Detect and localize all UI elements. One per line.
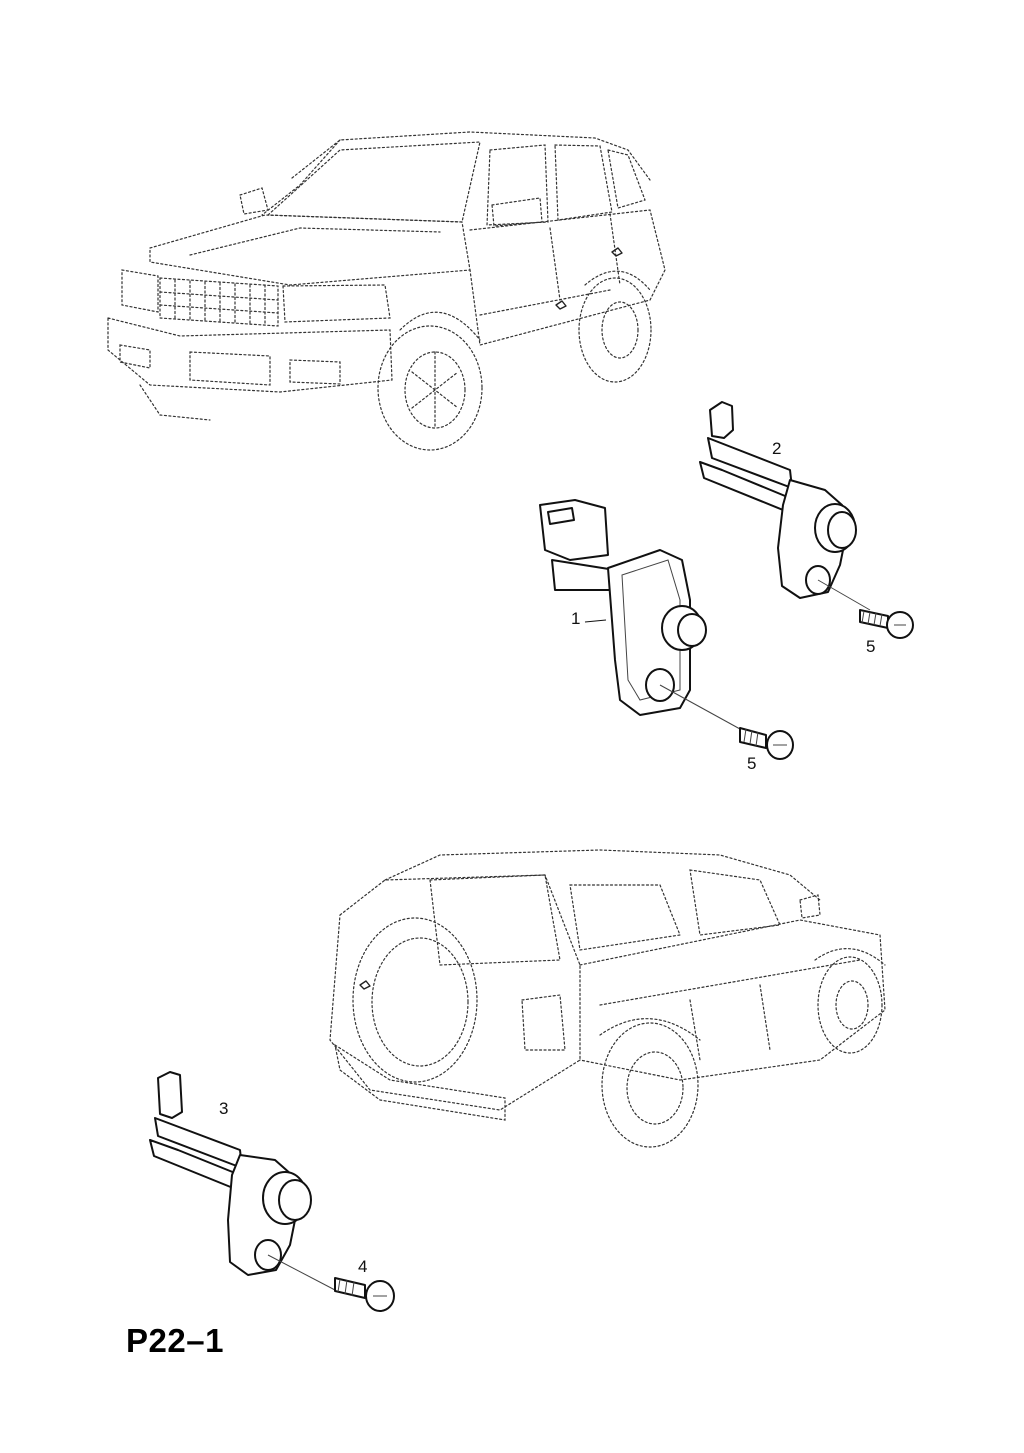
callout-2: 2 bbox=[772, 439, 782, 458]
callout-4: 4 bbox=[358, 1257, 368, 1276]
callout-3: 3 bbox=[219, 1099, 229, 1118]
callout-5-upper: 5 bbox=[866, 637, 876, 656]
callout-1: 1 bbox=[571, 609, 581, 628]
page-code-label: P22–1 bbox=[126, 1322, 224, 1359]
tailgate-switch-part-3 bbox=[149, 1071, 336, 1291]
callout-5-lower: 5 bbox=[747, 754, 757, 773]
door-switch-part-2 bbox=[699, 401, 871, 611]
leader-1 bbox=[584, 619, 607, 623]
vehicle-front-view bbox=[107, 131, 666, 451]
vehicle-rear-view bbox=[329, 849, 886, 1148]
screw-5-upper bbox=[859, 609, 914, 639]
screw-5-lower bbox=[739, 727, 794, 760]
screw-4 bbox=[334, 1277, 395, 1312]
door-switch-part-1 bbox=[539, 499, 761, 741]
